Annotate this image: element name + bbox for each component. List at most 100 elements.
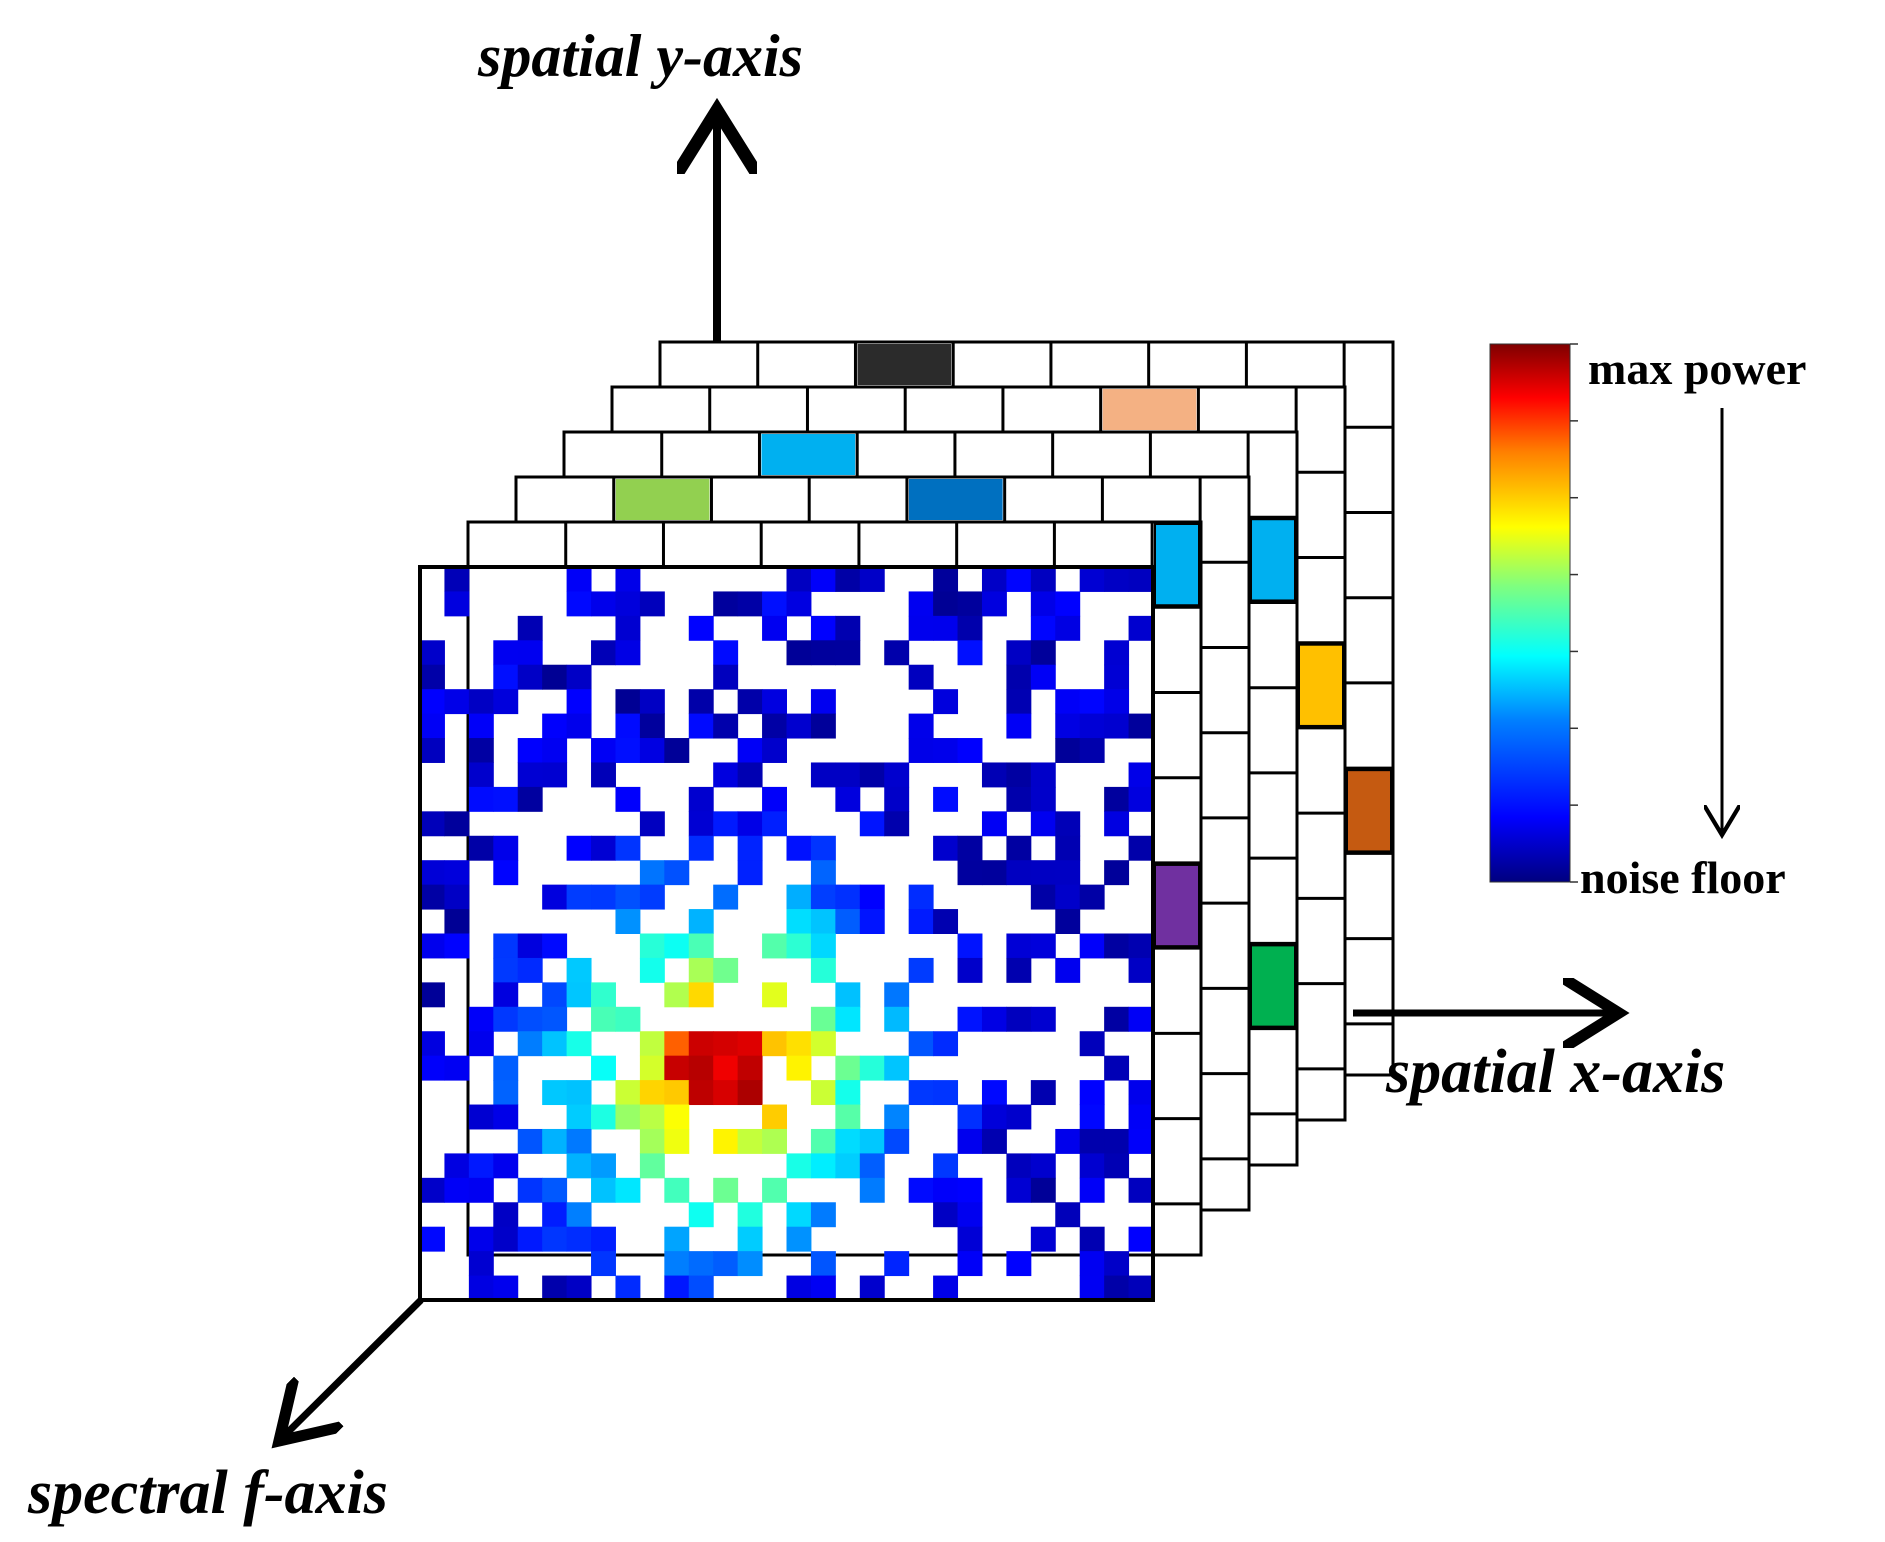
heatmap-cell <box>981 1104 1007 1130</box>
heatmap-cell <box>1104 567 1130 592</box>
heatmap-cell <box>957 1177 983 1203</box>
heatmap-cell <box>664 1177 690 1203</box>
heatmap-cell <box>762 591 787 617</box>
heatmap-cell <box>517 615 543 641</box>
heatmap-cell <box>1006 786 1032 812</box>
heatmap-cell <box>468 1177 494 1203</box>
heatmap-cell <box>639 1128 665 1154</box>
heatmap-cell <box>1030 591 1056 617</box>
heatmap-cell <box>1104 811 1130 837</box>
heatmap-cell <box>1104 640 1130 666</box>
heatmap-cell <box>737 762 763 788</box>
heatmap-cell <box>762 982 787 1008</box>
heatmap-cell <box>810 835 836 861</box>
heatmap-cell <box>664 1275 690 1301</box>
heatmap-cell <box>664 860 690 886</box>
heatmap-cell <box>933 567 959 592</box>
heatmap-cell <box>493 689 519 715</box>
heatmap-cell <box>835 1006 861 1032</box>
heatmap-cell <box>1055 957 1081 983</box>
heatmap-cell <box>810 860 836 886</box>
layer-highlight-cell <box>1154 863 1200 948</box>
heatmap-cell <box>1030 567 1056 592</box>
heatmap-cell <box>591 1055 616 1081</box>
heatmap-cell <box>713 957 739 983</box>
heatmap-cell <box>688 1275 714 1301</box>
heatmap-cell <box>591 1177 616 1203</box>
heatmap-cell <box>566 1275 592 1301</box>
heatmap-cell <box>737 738 763 763</box>
heatmap-cell <box>908 664 934 690</box>
heatmap-cell <box>493 664 519 690</box>
heatmap-cell <box>615 1104 641 1130</box>
heatmap-cell <box>957 1226 983 1252</box>
heatmap-cell <box>493 640 519 666</box>
heatmap-cell <box>859 1153 885 1179</box>
heatmap-cell <box>493 1104 519 1130</box>
heatmap-cell <box>810 1031 836 1057</box>
heatmap-cell <box>566 1202 592 1228</box>
heatmap-cell <box>420 1226 445 1252</box>
heatmap-cell <box>908 1177 934 1203</box>
heatmap-cell <box>542 762 568 788</box>
heatmap-cell <box>737 811 763 837</box>
heatmap-cell <box>688 811 714 837</box>
heatmap-cell <box>1128 615 1154 641</box>
heatmap-cell <box>493 1202 519 1228</box>
heatmap-cell <box>859 1128 885 1154</box>
heatmap-cell <box>933 786 959 812</box>
heatmap-cell <box>1104 1275 1130 1301</box>
heatmap-cell <box>566 1128 592 1154</box>
heatmap-cell <box>444 591 470 617</box>
heatmap-cell <box>566 957 592 983</box>
heatmap-cell <box>981 1080 1007 1106</box>
heatmap-cell <box>786 835 812 861</box>
heatmap-cell <box>688 689 714 715</box>
heatmap-cell <box>566 567 592 592</box>
heatmap-cell <box>933 738 959 763</box>
heatmap-cell <box>713 713 739 739</box>
heatmap-cell <box>957 615 983 641</box>
heatmap-cell <box>639 811 665 837</box>
heatmap-cell <box>908 738 934 763</box>
heatmap-cell <box>1006 933 1032 959</box>
layer-highlight-cell <box>1346 769 1392 853</box>
heatmap-cell <box>713 591 739 617</box>
heatmap-cell <box>1079 884 1105 910</box>
heatmap-cell <box>859 762 885 788</box>
heatmap-cell <box>884 1006 910 1032</box>
heatmap-cell <box>468 689 494 715</box>
heatmap-cell <box>1079 1031 1105 1057</box>
heatmap-cell <box>639 1031 665 1057</box>
heatmap-cell <box>591 1153 616 1179</box>
heatmap-cell <box>1055 615 1081 641</box>
heatmap-cell <box>1030 664 1056 690</box>
heatmap-cell <box>1055 1128 1081 1154</box>
heatmap-cell <box>493 786 519 812</box>
heatmap-cell <box>957 1202 983 1228</box>
heatmap-cell <box>1128 1226 1154 1252</box>
heatmap-cell <box>835 982 861 1008</box>
heatmap-cell <box>786 909 812 934</box>
heatmap-cell <box>981 762 1007 788</box>
layer-highlight-cell <box>908 479 1003 520</box>
heatmap-cell <box>420 860 445 886</box>
heatmap-cell <box>810 640 836 666</box>
heatmap-cell <box>444 860 470 886</box>
heatmap-cell <box>762 713 787 739</box>
heatmap-cell <box>859 909 885 934</box>
heatmap-cell <box>517 786 543 812</box>
heatmap-cell <box>493 1275 519 1301</box>
heatmap-cell <box>664 982 690 1008</box>
heatmap-cell <box>957 1128 983 1154</box>
heatmap-cell <box>810 933 836 959</box>
heatmap-cell <box>737 1128 763 1154</box>
heatmap-cell <box>933 615 959 641</box>
heatmap-cell <box>639 1104 665 1130</box>
x-axis-label: spatial x-axis <box>1385 1038 1725 1106</box>
heatmap-cell <box>810 1275 836 1301</box>
heatmap-cell <box>786 591 812 617</box>
heatmap-cell <box>1104 860 1130 886</box>
heatmap-cell <box>884 982 910 1008</box>
heatmap-cell <box>444 567 470 592</box>
